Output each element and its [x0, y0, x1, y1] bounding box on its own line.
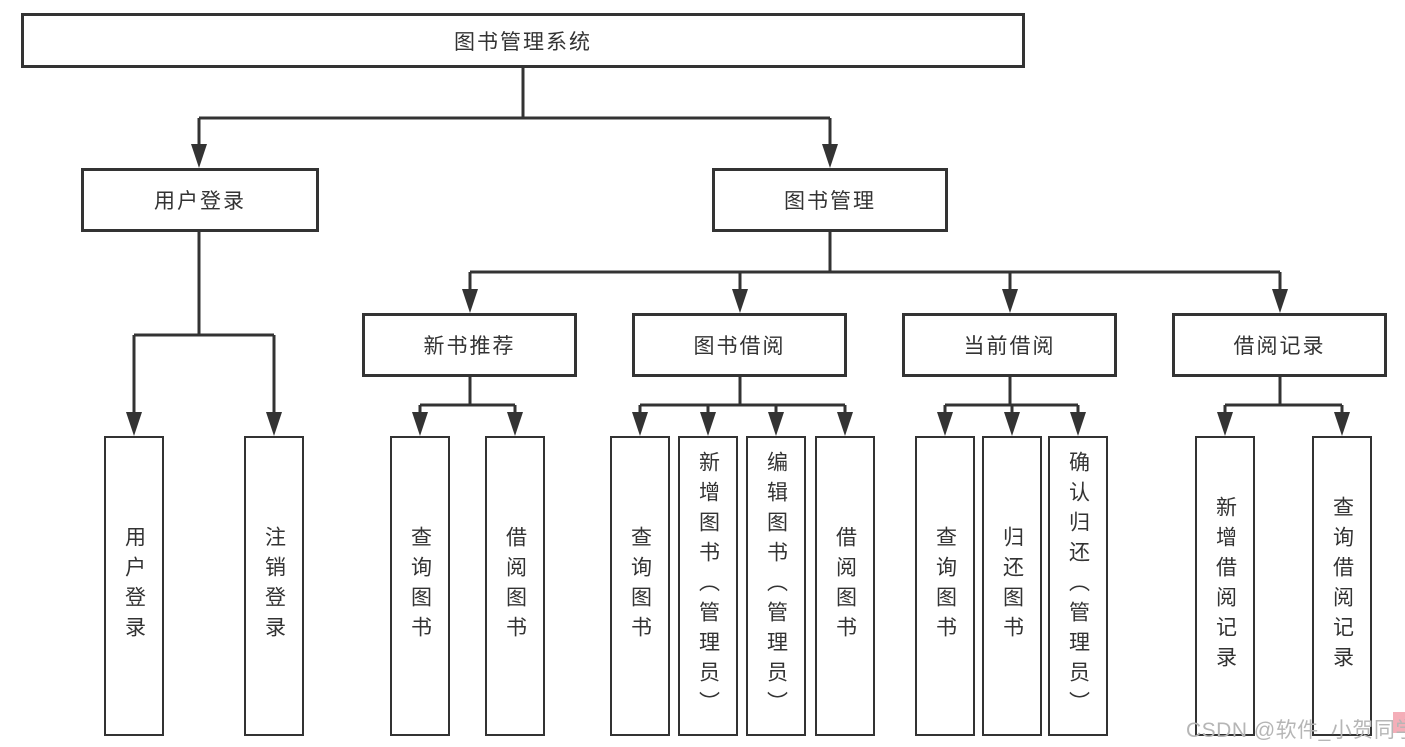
leaf-user-login: 用户登录	[104, 436, 164, 736]
node-label: 查询图书	[933, 526, 957, 646]
arrowhead	[412, 412, 428, 436]
node-label: 新增图书（管理员）	[696, 451, 720, 721]
node-new-book-recommendation: 新书推荐	[362, 313, 577, 377]
arrowhead	[1002, 289, 1018, 313]
arrowhead	[837, 412, 853, 436]
node-label: 归还图书	[1000, 526, 1024, 646]
leaf-return-books: 归还图书	[982, 436, 1042, 736]
arrowhead	[507, 412, 523, 436]
arrowhead	[126, 412, 142, 436]
connector-root-to-level1	[191, 68, 838, 168]
watermark: CSDN @软件_小贺同学	[1186, 719, 1405, 742]
node-label: 新增借阅记录	[1213, 496, 1237, 676]
node-label: 编辑图书（管理员）	[764, 451, 788, 721]
node-label: 借阅记录	[1233, 335, 1326, 358]
leaf-borrow-books-recommend: 借阅图书	[485, 436, 545, 736]
connector-book-borrow-to-leaves	[632, 377, 853, 436]
arrowhead	[1070, 412, 1086, 436]
node-user-login: 用户登录	[81, 168, 319, 232]
node-label: 注销登录	[262, 526, 286, 646]
connector-user-login-to-leaves	[126, 232, 282, 436]
node-label: 新书推荐	[423, 335, 516, 358]
node-label: 用户登录	[154, 190, 246, 213]
arrowhead	[462, 289, 478, 313]
leaf-logout: 注销登录	[244, 436, 304, 736]
watermark-accent	[1393, 712, 1405, 733]
leaf-add-borrow-record: 新增借阅记录	[1195, 436, 1255, 736]
node-book-management: 图书管理	[712, 168, 948, 232]
node-label: 查询图书	[408, 526, 432, 646]
node-label: 当前借阅	[963, 335, 1056, 358]
node-label: 借阅图书	[833, 526, 857, 646]
leaf-query-books-recommend: 查询图书	[390, 436, 450, 736]
node-label: 图书管理	[784, 190, 876, 213]
leaf-borrow-books: 借阅图书	[815, 436, 875, 736]
connector-borrow-records-to-leaves	[1217, 377, 1350, 436]
leaf-confirm-return-admin: 确认归还（管理员）	[1048, 436, 1108, 736]
connector-current-borrow-to-leaves	[937, 377, 1086, 436]
arrowhead	[732, 289, 748, 313]
leaf-edit-books-admin: 编辑图书（管理员）	[746, 436, 806, 736]
node-borrowing-records: 借阅记录	[1172, 313, 1387, 377]
arrowhead	[191, 144, 207, 168]
arrowhead	[1004, 412, 1020, 436]
arrowhead	[1272, 289, 1288, 313]
arrowhead	[1217, 412, 1233, 436]
node-label: 借阅图书	[503, 526, 527, 646]
node-book-borrowing: 图书借阅	[632, 313, 847, 377]
node-label: 查询借阅记录	[1330, 496, 1354, 676]
leaf-add-books-admin: 新增图书（管理员）	[678, 436, 738, 736]
node-label: 查询图书	[628, 526, 652, 646]
leaf-query-books-current: 查询图书	[915, 436, 975, 736]
arrowhead	[700, 412, 716, 436]
connector-book-management-to-level2	[462, 232, 1288, 313]
leaf-query-borrow-record: 查询借阅记录	[1312, 436, 1372, 736]
leaf-query-books-borrowing: 查询图书	[610, 436, 670, 736]
node-label: 确认归还（管理员）	[1066, 451, 1090, 721]
node-library-management-system: 图书管理系统	[21, 13, 1025, 68]
arrowhead	[266, 412, 282, 436]
arrowhead	[822, 144, 838, 168]
node-label: 图书管理系统	[454, 30, 592, 54]
arrowhead	[632, 412, 648, 436]
arrowhead	[1334, 412, 1350, 436]
arrowhead	[768, 412, 784, 436]
connector-new-book-to-leaves	[412, 377, 523, 436]
node-label: 图书借阅	[693, 335, 786, 358]
node-current-borrowing: 当前借阅	[902, 313, 1117, 377]
node-label: 用户登录	[122, 526, 146, 646]
arrowhead	[937, 412, 953, 436]
